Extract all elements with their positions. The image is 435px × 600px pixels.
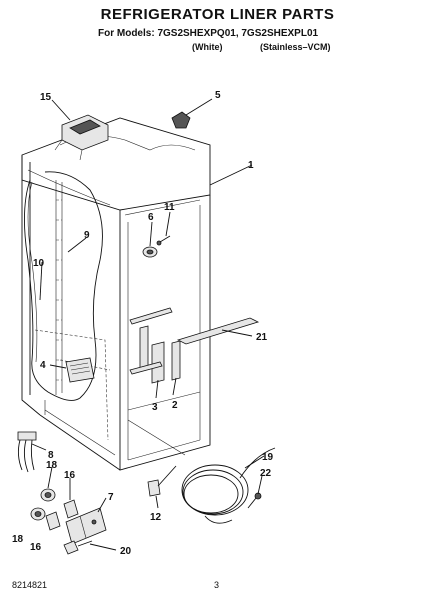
callout-10: 10 [33, 258, 45, 269]
callout-19: 19 [262, 452, 274, 463]
callout-20: 20 [120, 546, 132, 557]
callout-9: 9 [84, 230, 90, 241]
document-number: 8214821 [12, 580, 48, 590]
light-shield-part [65, 357, 95, 383]
callout-4: 4 [40, 360, 46, 371]
model-list: For Models: 7GS2SHEXPQ01, 7GS2SHEXPL01 [98, 28, 319, 39]
callout-8: 8 [48, 450, 54, 461]
valve-bracket-part [65, 507, 107, 545]
variant-white: (White) [192, 42, 223, 52]
page-number: 3 [214, 580, 220, 590]
callout-7: 7 [108, 492, 114, 503]
liner-outline [21, 117, 211, 471]
light-socket-part [142, 246, 158, 258]
wire-connector-part [17, 431, 37, 473]
wire-harness [24, 171, 103, 401]
shelf-rail-part [176, 317, 260, 345]
callout-12: 12 [150, 512, 162, 523]
control-housing-part [54, 114, 109, 161]
clamp-screw-part [247, 492, 262, 509]
screw-part [156, 235, 171, 246]
callout-3: 3 [152, 402, 158, 413]
callout-15: 15 [40, 92, 52, 103]
callout-18-upper: 18 [46, 460, 58, 471]
leader-lines [31, 98, 265, 551]
callout-6: 6 [148, 212, 154, 223]
callout-2: 2 [172, 400, 178, 411]
shelf-supports [129, 307, 181, 384]
water-tube-part [181, 447, 276, 524]
clip-part [171, 111, 191, 129]
fitting-parts [30, 488, 79, 531]
callout-22: 22 [260, 468, 272, 479]
callout-18-lower: 18 [12, 534, 24, 545]
callout-1: 1 [248, 160, 254, 171]
tube-connector-part [147, 465, 177, 497]
callout-11: 11 [164, 202, 175, 213]
callout-21: 21 [256, 332, 268, 343]
callout-16-lower: 16 [30, 542, 42, 553]
callout-16-upper: 16 [64, 470, 76, 481]
page-title: REFRIGERATOR LINER PARTS [100, 6, 335, 23]
mounting-screw-part [63, 540, 93, 555]
callout-5: 5 [215, 90, 221, 101]
variant-stainless: (Stainless–VCM) [260, 42, 331, 52]
